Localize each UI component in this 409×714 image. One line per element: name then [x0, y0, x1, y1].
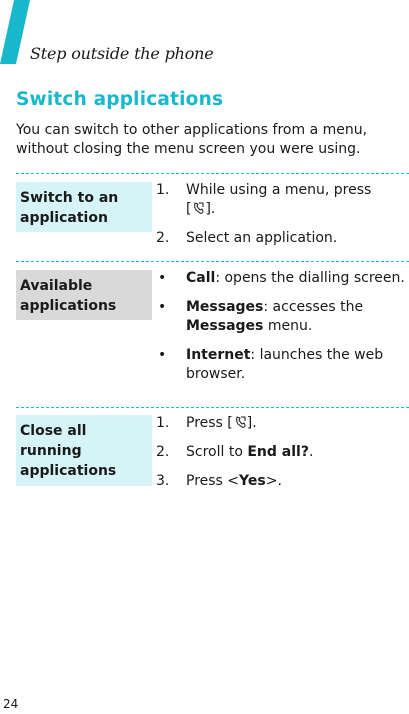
section-intro: You can switch to other applications fro… — [16, 122, 368, 157]
step-text: >. — [265, 473, 282, 489]
step-number: 1. — [156, 415, 170, 431]
available-list: • Call: opens the dialling screen. • Mes… — [156, 269, 406, 394]
step-number: 3. — [156, 473, 170, 489]
bullet: • — [158, 270, 167, 286]
bracket: ]. — [205, 201, 216, 217]
step: 1. Press []. — [156, 414, 406, 433]
step: 3. Press <Yes>. — [156, 472, 406, 491]
bullet: • — [158, 347, 167, 363]
step-number: 2. — [156, 230, 170, 246]
multitasking-key-icon — [194, 202, 204, 214]
step-number: 2. — [156, 444, 170, 460]
bracket: [ — [186, 201, 192, 217]
step-text: Scroll to — [186, 444, 248, 460]
app-desc: menu. — [263, 318, 313, 334]
app-name: Call — [186, 270, 216, 286]
menu-name: Messages — [186, 318, 264, 334]
list-item: • Call: opens the dialling screen. — [156, 269, 406, 288]
step: 2. Select an application. — [156, 229, 406, 248]
list-item: • Internet: launches the web browser. — [156, 346, 406, 384]
multitasking-key-icon — [235, 416, 246, 428]
step-text: Press < — [186, 473, 240, 489]
label-available-applications: Available applications — [16, 270, 152, 320]
label-switch-to-application: Switch to an application — [16, 182, 152, 232]
bullet: • — [158, 299, 167, 315]
step-text: Select an application. — [186, 230, 338, 246]
app-desc: : launches the web browser. — [186, 347, 384, 382]
app-desc: : accesses the — [263, 299, 364, 315]
option-name: End all? — [247, 444, 309, 460]
divider — [16, 173, 409, 174]
divider — [16, 261, 409, 262]
softkey-name: Yes — [239, 473, 266, 489]
header-title: Step outside the phone — [30, 44, 214, 63]
step: 1. While using a menu, press []. — [156, 181, 406, 219]
page-number: 24 — [3, 697, 19, 711]
app-name: Messages — [186, 299, 264, 315]
divider — [16, 407, 409, 408]
app-desc: : opens the dialling screen. — [215, 270, 405, 286]
step-number: 1. — [156, 182, 170, 198]
bracket: ]. — [246, 415, 257, 431]
list-item: • Messages: accesses the Messages menu. — [156, 298, 406, 336]
section-title: Switch applications — [16, 89, 224, 110]
app-name: Internet — [186, 347, 251, 363]
step-text: Press [ — [186, 415, 233, 431]
step: 2. Scroll to End all?. — [156, 443, 406, 462]
header-accent-bar — [0, 0, 30, 64]
close-steps: 1. Press []. 2. Scroll to End all?. 3. P… — [156, 414, 406, 501]
switch-steps: 1. While using a menu, press []. 2. Sele… — [156, 181, 406, 258]
step-text: While using a menu, press — [186, 182, 372, 198]
step-text: . — [308, 444, 314, 460]
label-close-all-applications: Close all running applications — [16, 415, 152, 486]
